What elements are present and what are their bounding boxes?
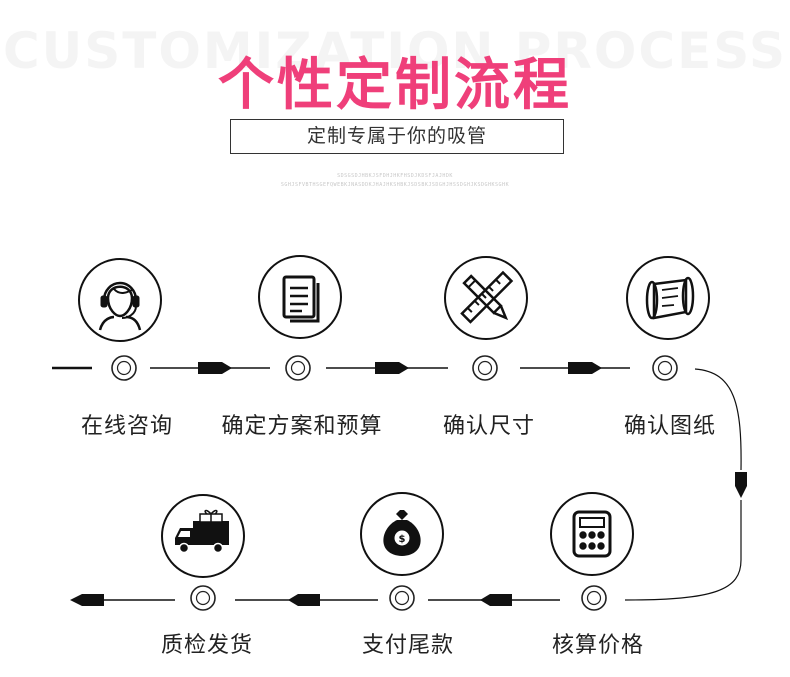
calculator-icon: [550, 492, 634, 576]
step-label-final-payment: 支付尾款: [361, 633, 455, 658]
step-node: [581, 585, 607, 611]
decorative-tiny-text-1: SDSGSDJHBKJSFDHJHKFHSDJKDSFJAJHDK: [337, 173, 453, 179]
step-node: [652, 355, 678, 381]
step-label-confirm-size: 确认尺寸: [442, 414, 536, 439]
svg-text:$: $: [399, 534, 406, 545]
ruler-pencil-icon: [444, 256, 528, 340]
turn-connector: [624, 368, 747, 601]
headset-person-icon: [78, 258, 162, 342]
decorative-tiny-text-2: SGHJSFVBTHSGEFQWEBKJNASDDKJHAJHKSHBKJSDS…: [280, 182, 510, 188]
step-node: [472, 355, 498, 381]
background-watermark-text: CUSTOMIZATION PROCESS: [2, 22, 788, 80]
subtitle: 定制专属于你的吸管: [306, 125, 487, 147]
step-node: [190, 585, 216, 611]
subtitle-box: 定制专属于你的吸管: [230, 119, 564, 154]
step-node: [111, 355, 137, 381]
step-node: [285, 355, 311, 381]
step-label-pricing: 核算价格: [551, 633, 645, 658]
row2-connectors: [70, 594, 560, 606]
step-label-confirm-drawing: 确认图纸: [623, 414, 717, 439]
page-title: 个性定制流程: [218, 53, 572, 118]
money-bag-icon: $: [360, 492, 444, 576]
step-label-plan-budget: 确定方案和预算: [221, 414, 383, 439]
row1-connectors: [52, 362, 630, 374]
step-label-consult: 在线咨询: [80, 414, 174, 439]
scroll-blueprint-icon: [626, 256, 710, 340]
step-node: [389, 585, 415, 611]
document-list-icon: [258, 255, 342, 339]
delivery-truck-icon: [161, 494, 245, 578]
step-label-inspect-ship: 质检发货: [160, 633, 254, 658]
